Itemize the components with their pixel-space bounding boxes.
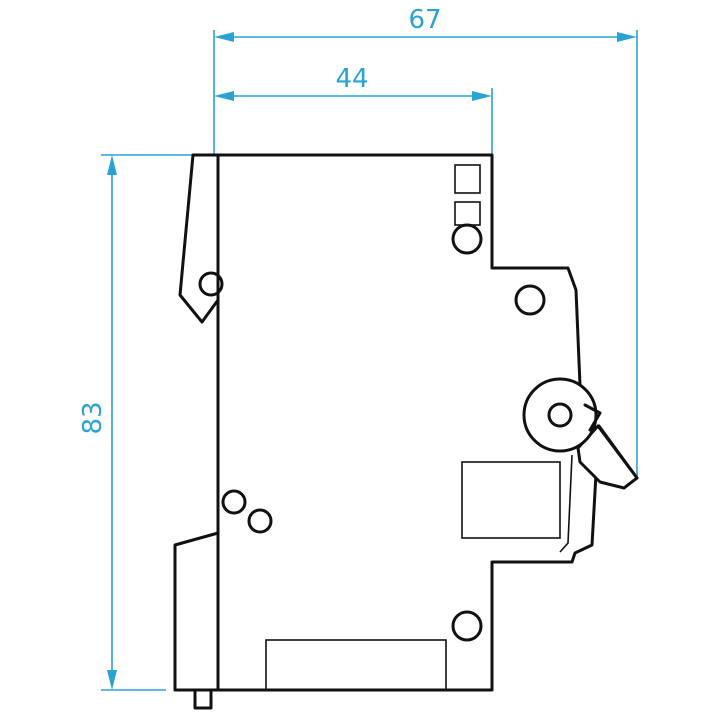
bottom-foot	[193, 688, 213, 710]
arrowhead-bottom	[107, 670, 117, 690]
arrowhead-left-44	[214, 91, 234, 101]
lever-notch	[583, 403, 602, 432]
toggle-lever	[522, 377, 639, 490]
dimension-label-67: 67	[408, 5, 441, 35]
dimension-label-83: 83	[78, 401, 108, 434]
top-square-upper	[454, 164, 481, 194]
lever-pivot	[522, 377, 598, 453]
din-clip-top	[178, 153, 220, 324]
bottom-label-panel	[265, 639, 447, 691]
screw-bottom-right	[451, 610, 483, 642]
arrowhead-top	[107, 155, 117, 175]
hole-lower-left-2	[247, 508, 273, 534]
inner-edge-right	[559, 454, 573, 553]
dimension-height: 83	[78, 154, 214, 691]
screw-holes	[198, 223, 546, 642]
hole-top-left	[198, 271, 224, 297]
lever-pivot-center	[547, 402, 573, 428]
indicator-window	[461, 461, 561, 539]
dimension-label-44: 44	[335, 64, 368, 94]
arrowhead-right	[617, 32, 637, 42]
arrowhead-right-44	[472, 91, 492, 101]
screw-top-right	[451, 223, 483, 255]
dimension-mounting-depth: 44	[214, 64, 493, 155]
lever-handle	[576, 424, 639, 490]
top-square-lower	[454, 201, 481, 226]
screw-upper-right	[514, 284, 546, 316]
din-clip-bottom	[173, 531, 220, 692]
dimension-overall-depth: 67	[213, 5, 638, 478]
arrowhead-left	[214, 32, 234, 42]
hole-lower-left-1	[221, 489, 247, 515]
